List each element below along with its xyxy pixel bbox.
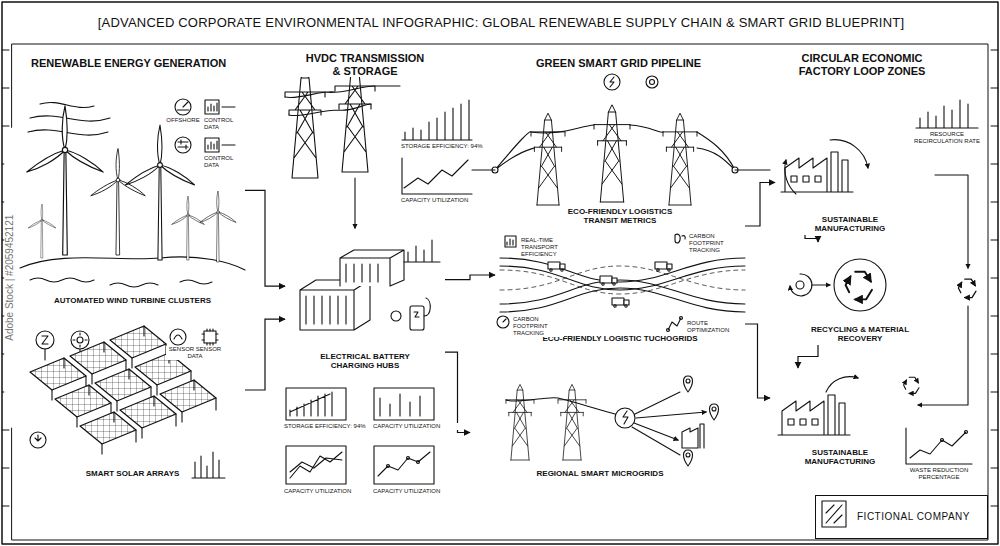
frame-tick (2, 240, 998, 241)
metric-label: CONTROL DATA (203, 117, 243, 131)
frame-tick (2, 50, 998, 51)
caption-text: SUSTAINABLE MANUFACTURING (792, 215, 909, 233)
metric-label: REAL-TIME TRANSPORT EFFICIENCY (520, 237, 580, 258)
flow-connector (445, 275, 495, 280)
flow-connector (245, 190, 285, 286)
flow-connector (798, 345, 818, 368)
section-heading: CIRCULAR ECONOMIC FACTORY LOOP ZONES (782, 52, 942, 77)
flow-connector (445, 352, 470, 432)
frame-tick (2, 430, 998, 431)
section-heading: RENEWABLE ENERGY GENERATION (30, 57, 240, 70)
frame-tick (2, 202, 998, 203)
metric-label: OFFSHORE (163, 117, 203, 124)
factory-zone: SUSTAINABLE MANUFACTURING (775, 130, 925, 235)
recycling-zone: RECYCLING & MATERIAL RECOVERY (790, 242, 930, 345)
metric-label: SENSOR SENSOR DATA (166, 346, 224, 360)
caption-text: REGIONAL SMART MICROGRIDS (536, 469, 665, 478)
section-heading: GREEN SMART GRID PIPELINE (535, 57, 755, 70)
section-heading: HVDC TRANSMISSION & STORAGE (300, 52, 430, 77)
battery-hub: ELECTRICAL BATTERY CHARGING HUBS (285, 240, 445, 372)
chart-label: CAPACITY UTILIZATION (400, 197, 495, 204)
metric-label: CONTROL DATA (203, 155, 243, 169)
chart-label: CAPACITY UTILIZATION (372, 423, 460, 430)
frame-tick (2, 506, 998, 507)
chart-label: WASTE REDUCTION PERCENTAGE (903, 467, 975, 481)
chart-label: CAPACITY UTILIZATION (372, 488, 460, 495)
metric-label: CARBON FOOTPRINT TRACKING (688, 233, 740, 254)
title-text: [ADVANCED CORPORATE ENVIRONMENTAL INFOGR… (20, 16, 982, 31)
caption-text: ELECTRICAL BATTERY CHARGING HUBS (302, 352, 429, 370)
frame-tick (2, 354, 998, 355)
watermark: Adobe Stock | #2059452121 (4, 128, 16, 428)
chart-label: STORAGE EFFICIENCY: 94% (283, 423, 371, 430)
caption-text: SUSTAINABLE MANUFACTURING (782, 448, 899, 466)
chart-label: STORAGE EFFICIENCY: 94% (400, 143, 495, 150)
caption-text: ECO-FRIENDLY LOGISTICS TRANSIT METRICS (552, 207, 689, 225)
flow-connector (805, 235, 818, 242)
caption-text: RECYCLING & MATERIAL RECOVERY (809, 325, 911, 343)
caption-text: AUTOMATED WIND TURBINE CLUSTERS (53, 296, 212, 305)
flow-connector (745, 324, 770, 398)
factory-zone: SUSTAINABLE MANUFACTURING (770, 368, 910, 468)
microgrid: REGIONAL SMART MICROGRIDS (470, 385, 730, 480)
chart-label: CAPACITY UTILIZATION (283, 488, 371, 495)
chart-label: RESOURCE RECIRCULATION RATE (912, 131, 982, 145)
flow-connector (245, 319, 285, 390)
title-block: FICTIONAL COMPANY (815, 495, 988, 539)
frame-tick (2, 88, 998, 89)
metric-label: CARBON FOOTPRINT TRACKING (512, 316, 564, 337)
flow-connector (745, 183, 775, 227)
company-name: FICTIONAL COMPANY (856, 511, 971, 523)
caption-text: ECO-FRIENDLY LOGISTIC TUCHOGRIDS (541, 334, 698, 343)
caption-text: SMART SOLAR ARRAYS (85, 469, 181, 478)
frame-tick (2, 126, 998, 127)
metric-label: ROUTE OPTIMIZATION (686, 320, 742, 334)
